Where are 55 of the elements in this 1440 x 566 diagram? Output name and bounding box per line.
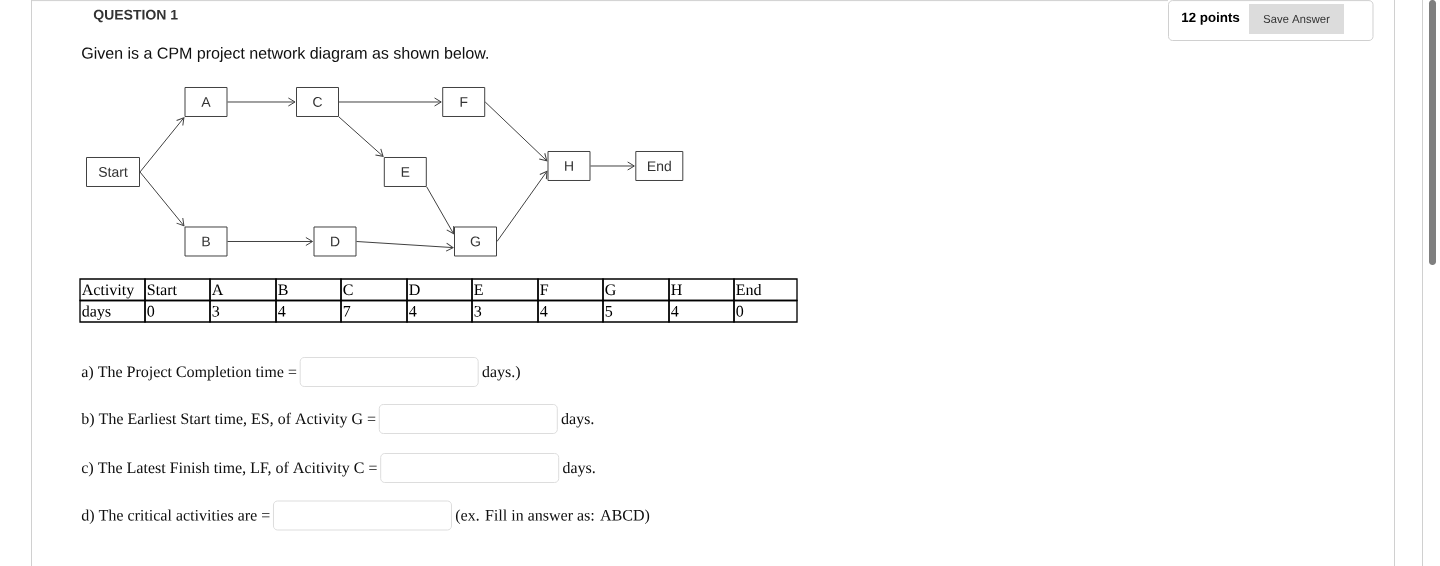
table-cell: D: [406, 278, 473, 302]
unit-label: days.: [563, 461, 595, 477]
arrow: [139, 171, 185, 227]
table-cell: 0: [733, 299, 798, 323]
save-button: Save Answer: [1249, 4, 1344, 34]
table-cell: Activity: [79, 278, 146, 302]
table-cell: days: [79, 299, 146, 323]
table-cell: 7: [340, 299, 408, 323]
table-cell: G: [602, 278, 670, 302]
table-cell: 3: [471, 299, 539, 323]
table-cell: Start: [144, 278, 211, 302]
activity-box: G: [454, 226, 497, 257]
instruction-text: Given is a CPM project network diagram as shown below.: [82, 47, 488, 62]
activity-box: A: [184, 87, 228, 117]
arrow: [338, 97, 442, 107]
table-cell: 4: [537, 299, 604, 323]
question-text: a) The Project Completion time =: [81, 365, 297, 381]
table-cell: B: [275, 278, 342, 302]
arrow: [356, 241, 454, 252]
arrow: [590, 161, 635, 171]
table-cell: 4: [668, 299, 735, 323]
question-heading: QUESTION 1: [93, 9, 178, 23]
activity-box: H: [547, 151, 591, 181]
activity-box: D: [313, 226, 357, 257]
arrow: [496, 170, 548, 242]
question-text: c) The Latest Finish time, LF, of Acitivity C =: [81, 461, 377, 477]
unit-label: (ex. Fill in answer as: ABCD): [455, 509, 650, 524]
points-label: 12 points: [1182, 12, 1240, 25]
arrow: [426, 186, 455, 235]
table-cell: E: [471, 278, 539, 302]
arrow: [227, 97, 296, 107]
question-text: d) The critical activities are =: [81, 509, 270, 524]
table-cell: 3: [209, 299, 277, 323]
activity-box: Start: [86, 157, 140, 187]
unit-label: days.: [561, 412, 594, 428]
activity-box: B: [184, 226, 228, 257]
arrow: [227, 237, 314, 246]
arrow: [484, 101, 548, 162]
activity-box: End: [635, 151, 684, 181]
activity-box: C: [296, 87, 339, 117]
table-cell: 5: [602, 299, 670, 323]
table-cell: 4: [406, 299, 473, 323]
table-cell: End: [733, 278, 798, 302]
table-cell: C: [340, 278, 408, 302]
activity-box: E: [383, 157, 427, 187]
table-cell: F: [537, 278, 604, 302]
table-cell: 0: [144, 299, 211, 323]
arrow: [139, 117, 185, 173]
activity-box: F: [442, 87, 486, 117]
question-text: b) The Earliest Start time, ES, of Activity G =: [81, 412, 376, 428]
table-cell: H: [668, 278, 735, 302]
unit-label: days.): [482, 365, 520, 381]
table-cell: A: [209, 278, 277, 302]
table-cell: 4: [275, 299, 342, 323]
arrow: [338, 116, 384, 157]
